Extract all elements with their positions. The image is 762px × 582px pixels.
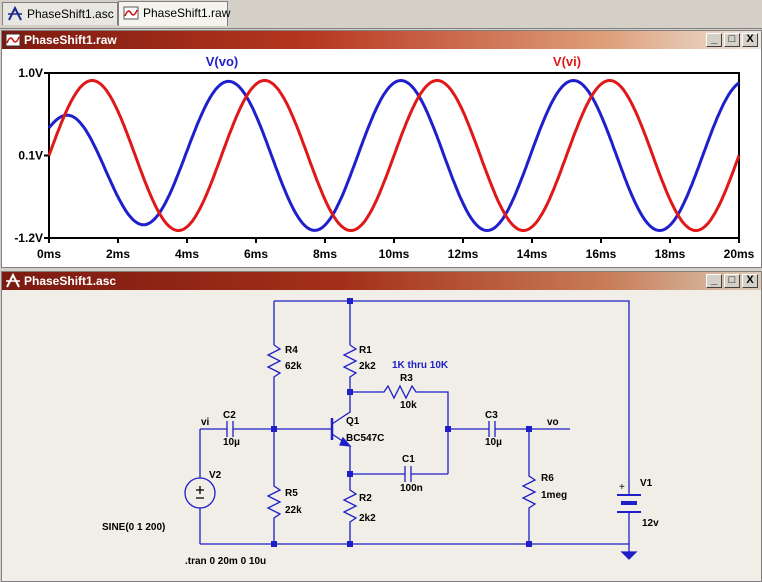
- x-tick-label: 6ms: [244, 247, 268, 261]
- r1-ref: R1: [359, 345, 372, 356]
- r1-value: 2k2: [359, 361, 376, 372]
- r4-ref: R4: [285, 345, 298, 356]
- r3-value: 10k: [400, 400, 417, 411]
- r2-ref: R2: [359, 493, 372, 504]
- minimize-button[interactable]: _: [706, 33, 722, 47]
- close-button[interactable]: X: [742, 274, 758, 288]
- x-tick-label: 12ms: [448, 247, 479, 261]
- r5-ref: R5: [285, 488, 298, 499]
- net-label-vo: vo: [547, 417, 559, 428]
- r4-value: 62k: [285, 361, 302, 372]
- component-labels: R4 62k R1 2k2 R3 10k C2 10µ Q1 BC547C C3…: [102, 345, 659, 567]
- x-tick-label: 20ms: [724, 247, 755, 261]
- c1-ref: C1: [402, 454, 415, 465]
- r3-ref: R3: [400, 373, 413, 384]
- y-tick-label: 0.1V: [18, 149, 43, 163]
- tab-label: PhaseShift1.asc: [27, 7, 114, 21]
- x-tick-label: 16ms: [586, 247, 617, 261]
- maximize-button[interactable]: □: [724, 33, 740, 47]
- waveform-icon: [123, 6, 139, 20]
- maximize-button[interactable]: □: [724, 274, 740, 288]
- y-tick-label: 1.0V: [18, 66, 43, 80]
- tab-schematic[interactable]: PhaseShift1.asc: [2, 2, 118, 25]
- tran-directive: .tran 0 20m 0 10u: [185, 556, 266, 567]
- v1-ref: V1: [640, 478, 653, 489]
- c3-value: 10µ: [485, 437, 502, 448]
- x-tick-label: 8ms: [313, 247, 337, 261]
- q1-ref: Q1: [346, 416, 360, 427]
- schematic-icon: [8, 6, 22, 21]
- source-symbol: [196, 486, 204, 499]
- legend-vi[interactable]: V(vi): [553, 54, 581, 69]
- v1-value: 12v: [642, 518, 659, 529]
- r2-value: 2k2: [359, 513, 376, 524]
- schematic-window: PhaseShift1.asc _ □ X: [1, 271, 762, 582]
- r6-ref: R6: [541, 473, 554, 484]
- x-tick-label: 4ms: [175, 247, 199, 261]
- v2-ref: V2: [209, 470, 222, 481]
- r5-value: 22k: [285, 505, 302, 516]
- wires: [184, 300, 641, 560]
- waveform-title-bar[interactable]: PhaseShift1.raw _ □ X: [2, 31, 761, 49]
- source-spec: SINE(0 1 200): [102, 522, 165, 533]
- window-title: PhaseShift1.raw: [24, 33, 117, 47]
- x-tick-label: 0ms: [37, 247, 61, 261]
- trace-vi: [47, 79, 741, 232]
- schematic-icon: [6, 273, 20, 288]
- tab-waveform[interactable]: PhaseShift1.raw: [118, 1, 231, 26]
- legend-vo[interactable]: V(vo): [206, 54, 239, 69]
- x-tick-label: 14ms: [517, 247, 548, 261]
- schematic-title-bar[interactable]: PhaseShift1.asc _ □ X: [2, 272, 761, 290]
- junction-dots: [271, 298, 532, 547]
- x-tick-label: 2ms: [106, 247, 130, 261]
- tab-label: PhaseShift1.raw: [143, 6, 231, 20]
- waveform-window: PhaseShift1.raw _ □ X 1.0V 0.1V -1.2V 0ms 2…: [1, 30, 762, 268]
- x-tick-label: 10ms: [379, 247, 410, 261]
- c3-ref: C3: [485, 410, 498, 421]
- trace-vo: [47, 78, 740, 233]
- battery-plus: +: [619, 482, 625, 493]
- waveform-plot[interactable]: 1.0V 0.1V -1.2V 0ms 2ms 4ms 6ms 8ms 10ms 12ms 14m…: [2, 49, 759, 265]
- close-button[interactable]: X: [742, 33, 758, 47]
- waveform-icon: [5, 33, 21, 47]
- x-tick-label: 18ms: [655, 247, 686, 261]
- r6-value: 1meg: [541, 490, 567, 501]
- c2-ref: C2: [223, 410, 236, 421]
- step-note: 1K thru 10K: [392, 360, 449, 371]
- minimize-button[interactable]: _: [706, 274, 722, 288]
- document-tab-bar: PhaseShift1.asc PhaseShift1.raw: [0, 0, 762, 29]
- schematic-canvas[interactable]: R4 62k R1 2k2 R3 10k C2 10µ Q1 BC547C C3…: [2, 290, 759, 579]
- c2-value: 10µ: [223, 437, 240, 448]
- y-tick-label: -1.2V: [14, 231, 43, 245]
- window-title: PhaseShift1.asc: [24, 274, 117, 288]
- net-label-vi: vi: [201, 417, 210, 428]
- q1-value: BC547C: [346, 433, 384, 444]
- c1-value: 100n: [400, 483, 423, 494]
